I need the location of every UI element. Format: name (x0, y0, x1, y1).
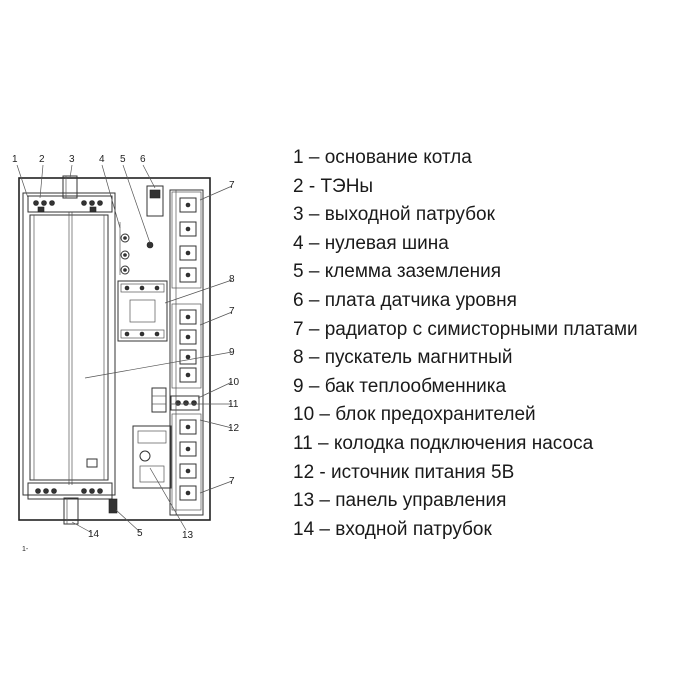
boiler-housing (18, 177, 211, 521)
callout-7-top: 7 (229, 180, 235, 191)
legend-item: 2 - ТЭНы (293, 175, 374, 197)
callout-14: 14 (88, 529, 100, 540)
callout-5-bottom: 5 (137, 528, 143, 539)
heater-terminals-top (27, 195, 113, 213)
control-panel (132, 425, 172, 489)
callout-2: 2 (39, 154, 45, 165)
outlet-pipe (62, 175, 78, 199)
legend-item: 14 – входной патрубок (293, 518, 492, 540)
tank-fitting (86, 458, 98, 468)
callout-9: 9 (229, 347, 235, 358)
ground-terminal-bottom (108, 498, 118, 514)
legend-item: 3 – выходной патрубок (293, 204, 495, 226)
callout-8: 8 (229, 274, 235, 285)
legend-item: 5 – клемма заземления (293, 261, 502, 283)
callout-1: 1 (12, 154, 18, 165)
pump-terminal-block (170, 395, 200, 411)
parts-legend: 1 – основание котла 2 - ТЭНы 3 – выходно… (293, 144, 698, 544)
legend-item: 11 – колодка подключения насоса (293, 432, 594, 454)
callout-4: 4 (99, 154, 105, 165)
heater-terminals-bottom (27, 482, 113, 500)
callout-11: 11 (228, 399, 239, 410)
boiler-base (22, 192, 116, 496)
leader-lines (16, 164, 233, 534)
callout-6: 6 (140, 154, 146, 165)
callout-7-bottom: 7 (229, 476, 235, 487)
level-sensor-board (146, 185, 164, 217)
callout-12: 12 (228, 423, 240, 434)
callout-13: 13 (182, 530, 194, 541)
callout-5: 5 (120, 154, 126, 165)
neutral-bus (119, 222, 130, 275)
legend-item: 8 – пускатель магнитный (293, 347, 513, 369)
legend-item: 7 – радиатор с симисторными платами (293, 318, 638, 340)
thyristor-radiator-column (169, 189, 204, 516)
callout-3: 3 (69, 154, 75, 165)
legend-item: 12 - источник питания 5В (293, 461, 515, 483)
legend-item: 6 – плата датчика уровня (293, 289, 517, 311)
fuse-block (151, 387, 167, 413)
legend-item: 10 – блок предохранителей (293, 404, 536, 426)
legend-item: 13 – панель управления (293, 490, 507, 512)
legend-item: 4 – нулевая шина (293, 232, 449, 254)
corner-mark: 1- (22, 546, 29, 553)
callout-7-middle: 7 (229, 306, 235, 317)
callout-10: 10 (228, 377, 240, 388)
magnetic-contactor (117, 280, 168, 342)
legend-item: 1 – основание котла (293, 147, 472, 168)
legend-item: 9 – бак теплообменника (293, 375, 507, 397)
inlet-pipe (63, 497, 79, 525)
